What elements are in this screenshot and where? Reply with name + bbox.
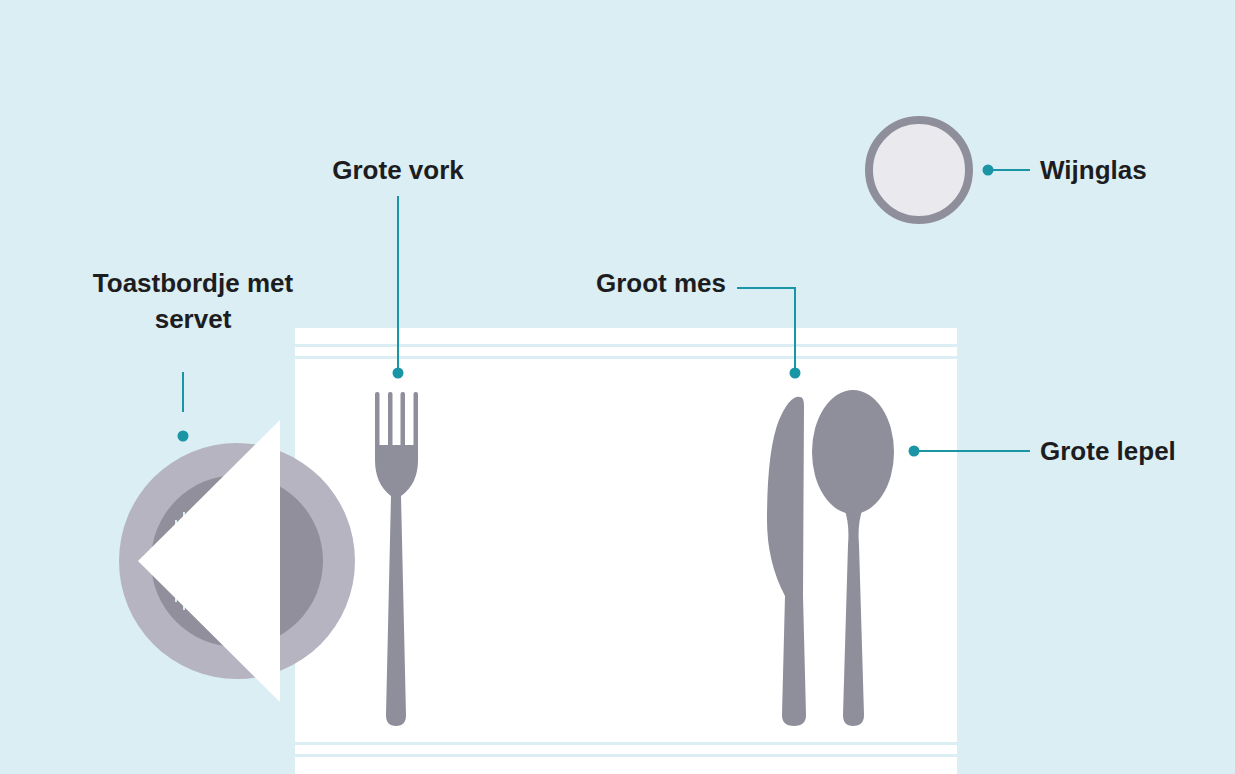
placemat-stripe xyxy=(295,344,957,347)
leader-line xyxy=(914,450,1030,452)
spoon-bowl xyxy=(812,390,894,514)
part-label: Wijnglas xyxy=(1040,152,1230,188)
leader-line xyxy=(988,169,1030,171)
fork-tine xyxy=(388,392,393,452)
fork xyxy=(375,392,418,726)
leader-dots xyxy=(178,165,994,457)
napkin xyxy=(138,420,280,702)
leader-line xyxy=(737,288,795,373)
spoon xyxy=(812,390,894,726)
fork-handle xyxy=(375,445,418,726)
part-label: Toastbordje met servet xyxy=(83,265,303,337)
fork-tine xyxy=(401,392,406,452)
leader-lines xyxy=(183,170,1030,451)
placemat xyxy=(295,328,957,774)
leader-dot xyxy=(983,165,994,176)
part-label: Grote lepel xyxy=(1040,433,1230,469)
leader-dot xyxy=(909,446,920,457)
fork-tine xyxy=(375,392,380,452)
leader-line xyxy=(397,196,399,373)
leader-dot xyxy=(393,368,404,379)
leader-dot xyxy=(790,368,801,379)
placemat-stripe xyxy=(295,742,957,745)
wine-glass xyxy=(869,120,969,220)
part-label: Grote vork xyxy=(248,152,548,188)
placemat-stripe xyxy=(295,754,957,757)
leader-dot xyxy=(178,431,189,442)
knife xyxy=(767,397,806,726)
placemat-stripe xyxy=(295,356,957,359)
spoon-handle xyxy=(843,505,864,726)
fork-tine xyxy=(414,392,419,452)
part-label: Groot mes xyxy=(480,265,726,301)
leader-line xyxy=(182,372,184,412)
